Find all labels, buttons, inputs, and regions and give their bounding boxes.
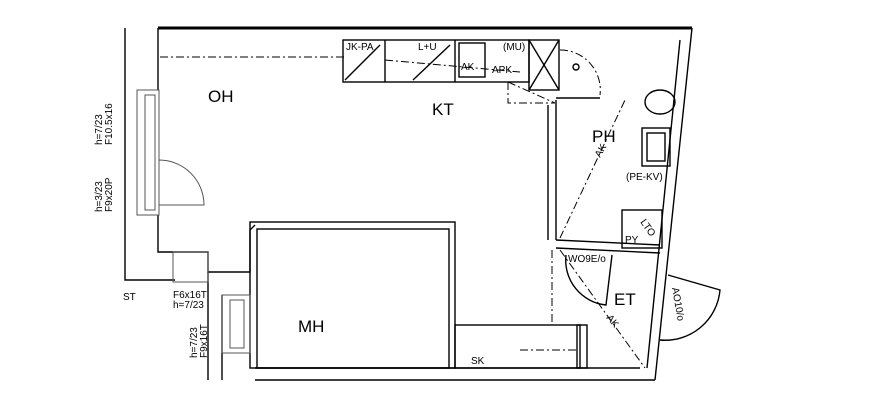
label-py: PY [625, 235, 639, 246]
svg-text:F6x16T: F6x16T [173, 290, 207, 301]
windows [136, 89, 251, 354]
kitchen-counter [160, 39, 560, 104]
svg-text:h=7/23: h=7/23 [94, 114, 105, 145]
svg-text:h=3/23: h=3/23 [94, 181, 105, 212]
room-label-mh: MH [298, 317, 324, 336]
label-sk: SK [471, 356, 485, 367]
room-label-et: ET [614, 290, 636, 309]
label-jk-pa: JK-PA [346, 42, 374, 53]
window-label-f6x16t: F6x16T h=7/23 [173, 290, 207, 311]
label-door-wo9e: WO9E/o [568, 254, 606, 265]
label-door-ao10: AO10/o [669, 287, 686, 323]
bathroom-fixtures [551, 89, 676, 369]
window-label-f10-5x16: F10.5x16 h=7/23 [94, 103, 115, 145]
label-ak-sink: AK [461, 62, 475, 73]
window-label-f9x20p: F9x20P h=3/23 [94, 177, 115, 212]
svg-text:F9x16T: F9x16T [199, 324, 210, 358]
room-label-oh: OH [208, 87, 234, 106]
sk-counter [454, 324, 588, 369]
svg-text:h=7/23: h=7/23 [173, 300, 204, 311]
svg-text:h=7/23: h=7/23 [189, 327, 200, 358]
doors [559, 49, 721, 341]
walls [124, 26, 693, 381]
svg-text:F10.5x16: F10.5x16 [104, 103, 115, 145]
room-label-ph: PH [592, 127, 616, 146]
room-label-kt: KT [432, 100, 454, 119]
label-mu: (MU) [503, 42, 525, 53]
window-label-f9x16t: F9x16T h=7/23 [189, 324, 210, 358]
label-st: ST [123, 292, 136, 303]
label-l-u: L+U [418, 42, 437, 53]
label-lto: LTO [638, 217, 658, 239]
label-pe-kv: (PE-KV) [626, 172, 663, 183]
label-ak-line-et: AK [604, 313, 621, 331]
svg-text:F9x20P: F9x20P [104, 177, 115, 212]
label-apk: APK [492, 65, 512, 76]
